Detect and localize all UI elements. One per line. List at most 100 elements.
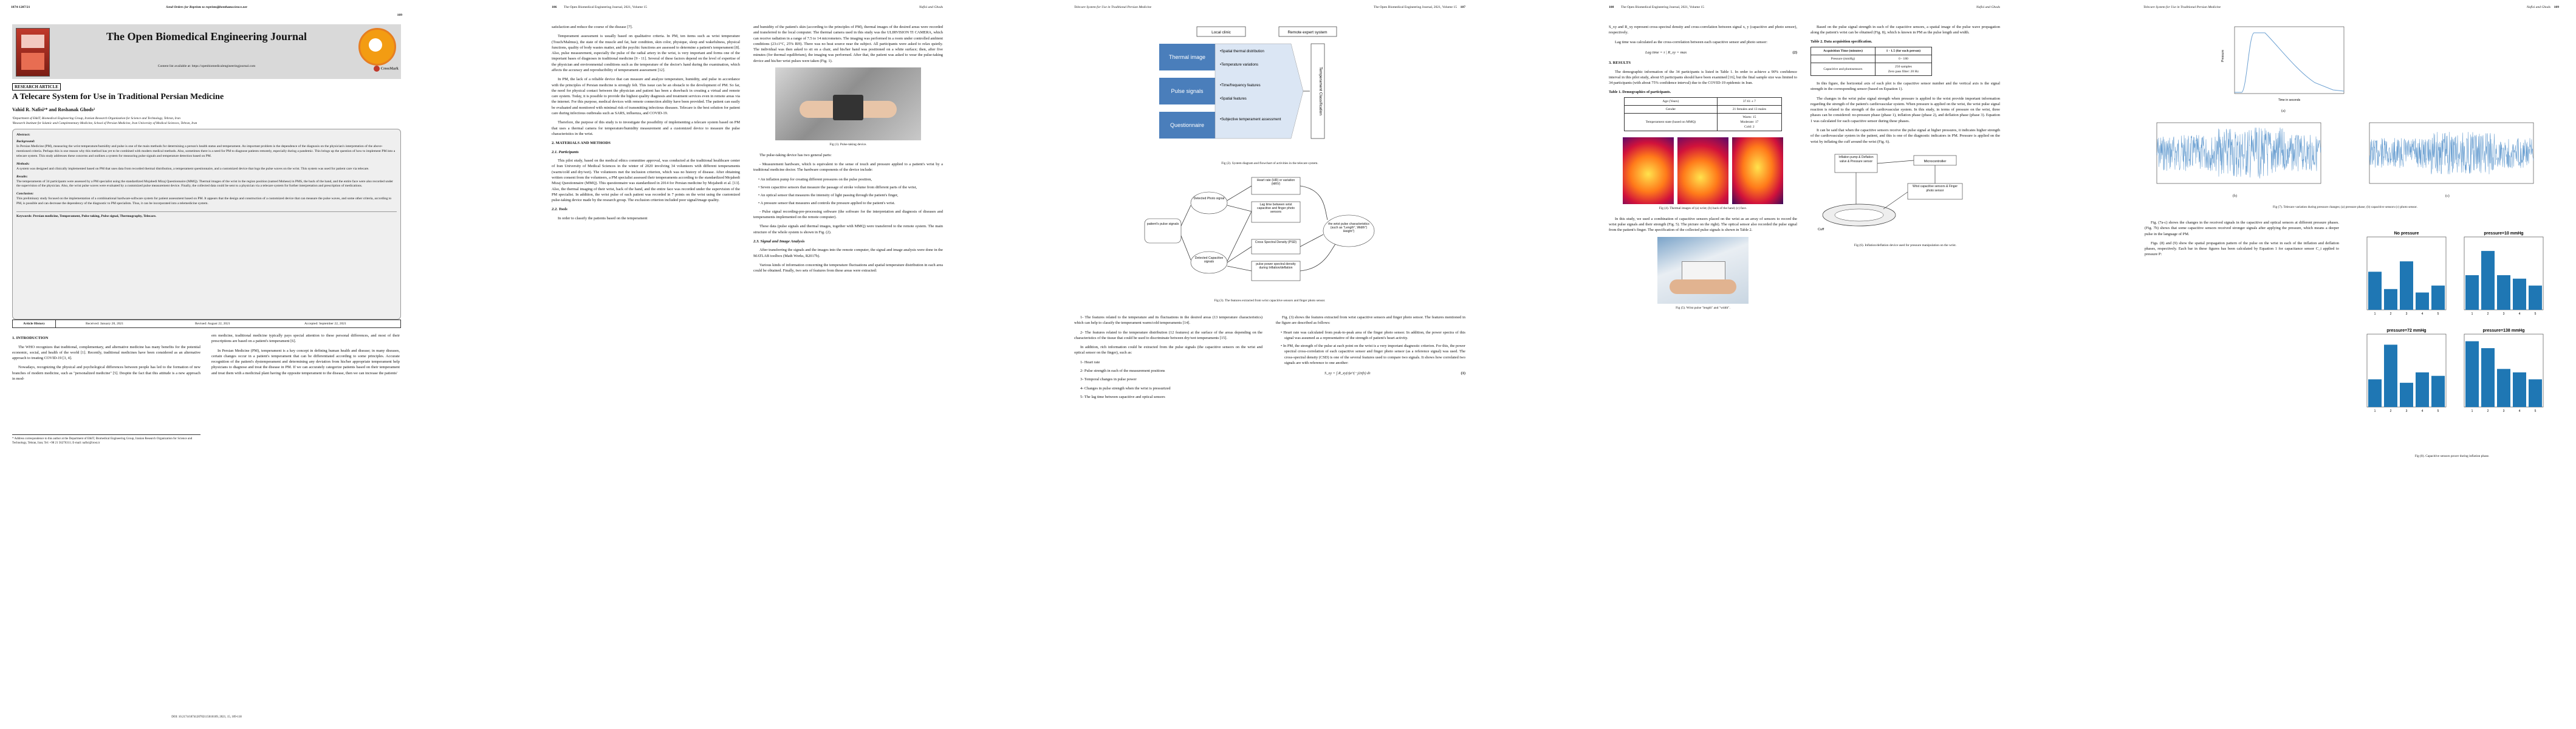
table-cell: Warm: 15 Moderate: 17 Cold: 2 [1716, 112, 1783, 132]
list-item: • A pressure sensor that measures and co… [758, 201, 896, 206]
thermal-image-wrist [1623, 137, 1674, 205]
paragraph: Based on the pulse signal strength in ea… [1810, 25, 2000, 35]
keywords: Keywords: Persian medicine, Temperament,… [16, 211, 397, 219]
remote-system-label: Remote expert system [1287, 30, 1327, 35]
pump-label: Inflation pump & Deflation valve & Press… [1838, 155, 1874, 164]
intro-column-1: 1. INTRODUCTION The WHO recognizes that … [12, 333, 200, 385]
column-1: Fig. (7a-c) shows the changes in the rec… [2145, 220, 2339, 261]
photo-signal-plot [2369, 122, 2534, 184]
list-item: • Heart rate was calculated from peak-to… [1281, 330, 1465, 340]
bar [2384, 289, 2397, 310]
reprints-note: Send Orders for Reprints to reprints@ben… [166, 5, 247, 9]
x-tick-label: 4 [2519, 409, 2521, 413]
bar [2481, 348, 2495, 407]
page-3: Telecare System for Use in Traditional P… [1063, 0, 1476, 729]
y-axis-label: Pressure [2221, 50, 2225, 62]
module-thermal-label: Thermal image [1169, 54, 1205, 60]
journal-title: The Open Biomedical Engineering Journal [106, 30, 307, 43]
accepted-date: Accepted: September 22, 2021 [304, 322, 346, 326]
journal-header: The Open Biomedical Engineering Journal,… [1374, 5, 1457, 9]
page-header: 106 The Open Biomedical Engineering Jour… [552, 5, 943, 13]
paragraph: - Measurement hardware, which is equival… [753, 162, 943, 173]
page-number: 107 [1460, 5, 1465, 9]
paragraph: Fig. (7a-c) shows the changes in the rec… [2145, 221, 2339, 236]
paragraph: Fig. (3) shows the features extracted fr… [1276, 315, 1465, 326]
paragraph: In Persian Medicine (PM), temperament is… [211, 348, 400, 375]
wrist-sensors-label: Wrist capacitive sensors & Finger photo … [1912, 184, 1958, 193]
figure-4-caption: Fig (4). Thermal images of (a) wrist; (b… [1659, 207, 1747, 211]
journal-header: The Open Biomedical Engineering Journal,… [1621, 5, 1704, 9]
remote-system-box [1278, 26, 1337, 37]
table-cell: 21 females and 13 males [1716, 104, 1783, 114]
table-cell: Gender [1624, 104, 1718, 114]
journal-header: The Open Biomedical Engineering Journal,… [564, 5, 647, 9]
paragraph: The changes in the wrist pulse signal st… [1810, 96, 2000, 123]
journal-cover-image [16, 28, 50, 77]
list-item: 1- Heart rate [1080, 360, 1100, 364]
module-pulse-label: Pulse signals [1171, 88, 1204, 94]
x-tick-label: 2 [2487, 312, 2489, 316]
x-tick-label: 3 [2503, 312, 2505, 316]
paragraph: In addition, rich information could be e… [1074, 345, 1262, 355]
abstract-conclusion: This preliminary study focused on the im… [16, 197, 392, 206]
thermal-image-face [1732, 137, 1783, 205]
bar [2400, 383, 2413, 407]
paragraph: Various kinds of information concerning … [753, 263, 943, 273]
bar [2416, 292, 2429, 310]
bar [2400, 261, 2413, 310]
list-item: 3- Temporal changes in pulse power [1080, 377, 1137, 382]
paragraph: S_xy and R_xy represent cross-spectral d… [1609, 25, 1797, 35]
table-cell: Temperament state (based on MMQ) [1624, 112, 1718, 132]
pressure-plot: Pressure Time in seconds [2221, 26, 2345, 102]
paragraph: The pulse-taking device has two general … [759, 152, 832, 157]
table-cell: Pressure (mmHg) [1810, 54, 1875, 63]
bentham-logo [358, 28, 396, 66]
equation-2: Lag time = τ | R_xy = max (2) [1645, 50, 1797, 55]
local-clinic-box [1196, 26, 1246, 37]
content-available-link[interactable]: Content list available at: https://openb… [157, 64, 256, 68]
bar [2384, 344, 2397, 407]
journal-masthead: The Open Biomedical Engineering Journal … [12, 24, 401, 79]
paragraph: These data (pulse signals and thermal im… [753, 224, 943, 234]
authors-short: Nafisi and Ghods [919, 5, 943, 9]
intro-heading: 1. INTRODUCTION [12, 336, 49, 340]
abstract-label: Abstract: [16, 133, 30, 137]
x-tick-label: 4 [2422, 312, 2424, 316]
cuff-label: Cuff [1818, 228, 1824, 231]
column-2: and humidity of the patient's skin (acco… [753, 24, 943, 278]
paragraph: The WHO recognizes that traditional, com… [12, 344, 200, 361]
list-item: 5- The lag time between capacitive and o… [1080, 394, 1165, 399]
x-tick-label: 1 [2472, 312, 2473, 316]
crossmark-badge[interactable]: CrossMark [374, 66, 399, 72]
x-tick-label: 5 [2437, 312, 2439, 316]
x-tick-label: 1 [2472, 409, 2473, 413]
x-axis-label: Time in seconds [2278, 98, 2301, 102]
feature-1: •Spatial thermal distribution [1220, 50, 1264, 53]
module-questionnaire-label: Questionnaire [1170, 122, 1204, 128]
module-questionnaire [1159, 112, 1215, 139]
doi[interactable]: DOI: 10.2174/1874120702115010109, 2021, … [171, 716, 242, 719]
x-tick-label: 1 [2374, 409, 2376, 413]
received-date: Received: January 28, 2021 [86, 322, 124, 326]
x-tick-label: 5 [2535, 312, 2537, 316]
list-item: • Seven capacitive sensors that measure … [758, 185, 917, 190]
node-lag-time: Lag time between wrist capacitive and fi… [1256, 203, 1295, 214]
conclusion-label: Conclusion: [16, 192, 34, 196]
feature-list: 1- Heart rate 2- Pulse strength in each … [1080, 360, 1262, 400]
x-tick-label: 4 [2519, 312, 2521, 316]
column-2: Fig. (3) shows the features extracted fr… [1276, 315, 1465, 382]
intro-column-2: ern medicine, traditional medicine typic… [211, 333, 400, 380]
x-tick-label: 3 [2406, 312, 2408, 316]
figure-1-caption: Fig (1). Pulse-taking device. [829, 142, 867, 146]
page-1: 1874-1207/21 Send Orders for Reprints to… [0, 0, 413, 729]
microcontroller-label: Microcontroller [1924, 160, 1947, 163]
bar [2497, 275, 2510, 310]
bar [2513, 372, 2526, 407]
x-tick-label: 2 [2487, 409, 2489, 413]
table-cell: Age (Years) [1624, 97, 1718, 106]
paragraph: In this study, we used a combination of … [1609, 216, 1797, 233]
inflation-device-diagram: Inflation pump & Deflation valve & Press… [1818, 154, 1963, 231]
